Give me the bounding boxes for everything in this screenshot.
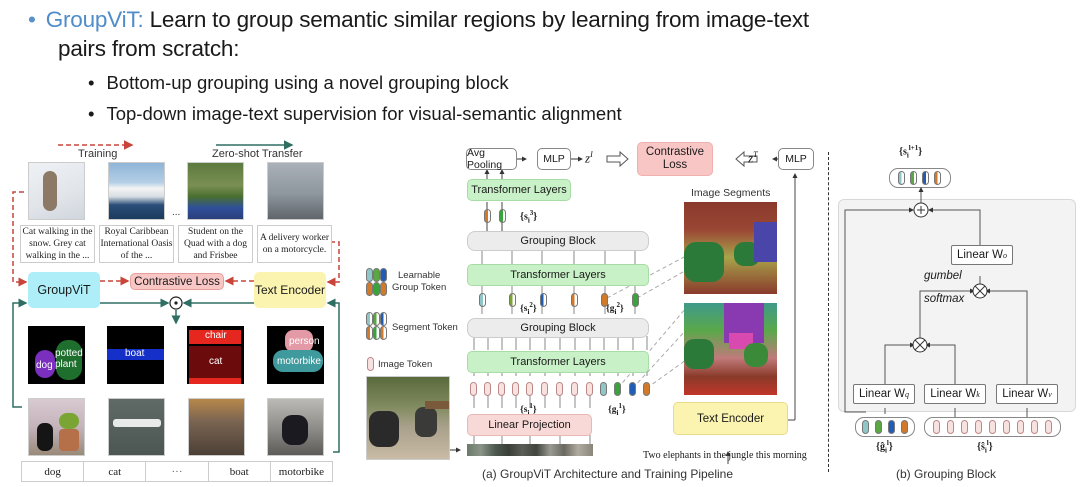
class-name-cell: cat — [84, 462, 147, 481]
figure-b-caption: (b) Grouping Block — [896, 467, 997, 481]
mask-person-motorbike: person motorbike — [267, 326, 324, 384]
g2-label: {gi2} — [606, 301, 624, 317]
main-bullet-continuation: pairs from scratch: — [58, 36, 240, 61]
contrastive-loss-box: Contrastive Loss — [130, 273, 224, 290]
gumbel-label: gumbel — [924, 270, 962, 282]
figure-a-caption: (a) GroupViT Architecture and Training P… — [482, 467, 734, 481]
grouping-block-panel — [838, 199, 1076, 412]
caption-cat: Cat walking in the snow. Grey cat walkin… — [20, 225, 95, 263]
text-encoder-box: Text Encoder — [254, 272, 326, 308]
photo-motorbike — [267, 398, 324, 456]
class-name-cell: boat — [209, 462, 271, 481]
segment-token-s2 — [540, 293, 547, 307]
cruise-ship-image — [108, 162, 165, 220]
caption-student: Student on the Quad with a dog and Frisb… — [178, 225, 253, 263]
softmax-label: softmax — [924, 293, 965, 305]
class-names-table: dog cat ··· boat motorbike — [21, 461, 333, 482]
segment-token-s2 — [571, 293, 578, 307]
transformer-layers-1: Transformer Layers — [467, 351, 649, 373]
class-name-cell: motorbike — [278, 465, 325, 478]
segment-token-s3 — [484, 209, 491, 223]
mask-chair-cat: chair cat — [187, 326, 244, 384]
image-patches-strip — [467, 444, 593, 456]
transformer-layers-3: Transformer Layers — [467, 179, 571, 201]
caption-delivery: A delivery worker on a motorcycle. — [257, 225, 332, 263]
left-panel-arrows — [12, 140, 340, 453]
caption-ship: Royal Caribbean International Oasis of t… — [99, 225, 174, 263]
cat-snow-image — [28, 162, 85, 220]
learnable-token-label-1: Learnable — [398, 270, 441, 281]
text-encoder-arch-box: Text Encoder — [673, 402, 788, 435]
image-segments-level1 — [684, 303, 777, 395]
s3-label: {si3} — [520, 209, 538, 225]
image-token-legend-icon — [367, 357, 374, 371]
photo-dog-plant — [28, 398, 85, 456]
segment-token-s3 — [499, 209, 506, 223]
z-image-label: zI — [585, 150, 593, 166]
student-dog-image — [187, 162, 244, 220]
main-bullet: • GroupViT: Learn to group semantic simil… — [28, 6, 809, 34]
input-elephant-photo — [366, 376, 450, 460]
images-ellipsis: ... — [172, 207, 181, 218]
sub-bullet-1: •Bottom-up grouping using a novel groupi… — [88, 72, 509, 93]
group-token-g2 — [601, 293, 608, 307]
mlp-text-box: MLP — [778, 148, 814, 170]
s-hat-tokens — [924, 417, 1061, 437]
g-hat-tokens — [855, 417, 915, 437]
segment-token-s2 — [479, 293, 486, 307]
input-sentence: Two elephants in the jungle this morning — [643, 450, 807, 461]
s1-label: {si1} — [520, 402, 537, 417]
training-legend-label: Training — [78, 148, 118, 160]
panel-divider — [828, 152, 829, 472]
groupvit-box: GroupViT — [28, 272, 100, 308]
grouping-block-1: Grouping Block — [467, 318, 649, 338]
group-token-g2 — [632, 293, 639, 307]
class-name-cell: dog — [22, 462, 85, 481]
class-name-cell: ··· — [146, 462, 209, 481]
photo-ship — [108, 398, 165, 456]
mlp-image-box: MLP — [537, 148, 571, 170]
image-segments-label: Image Segments — [691, 187, 771, 199]
main-bullet-text: Learn to group semantic similar regions … — [143, 7, 810, 32]
mask-boat: boat — [107, 326, 164, 384]
s-hat-label: {ŝil} — [977, 439, 993, 455]
bullet-dot: • — [28, 7, 36, 32]
s-next-label: {sil+1} — [899, 144, 923, 160]
z-text-label: zT — [748, 150, 758, 166]
s-next-tokens — [889, 168, 951, 188]
g1-label: {gi1} — [608, 402, 626, 418]
grouping-block-2: Grouping Block — [467, 231, 649, 251]
avg-pooling-box: Avg Pooling — [466, 147, 517, 171]
zero-shot-legend-label: Zero-shot Transfer — [212, 148, 303, 160]
s2-label: {si2} — [520, 301, 537, 317]
g-hat-label: {ĝil} — [876, 439, 893, 455]
image-token-label: Image Token — [378, 359, 433, 370]
transformer-layers-2: Transformer Layers — [467, 264, 649, 286]
image-segments-level2 — [684, 202, 777, 294]
linear-projection-box: Linear Projection — [467, 414, 592, 436]
photo-cat — [188, 398, 245, 456]
sub-bullet-2: •Top-down image-text supervision for vis… — [88, 103, 622, 124]
segment-token-label: Segment Token — [392, 322, 458, 333]
segment-token-s2 — [509, 293, 516, 307]
learnable-token-label-2: Group Token — [392, 282, 447, 293]
motorcycle-worker-image — [267, 162, 324, 220]
mask-dog-plant: dog potted plant — [28, 326, 85, 384]
groupvit-highlight: GroupViT: — [45, 7, 144, 32]
grouping-block-lines — [844, 187, 1028, 418]
